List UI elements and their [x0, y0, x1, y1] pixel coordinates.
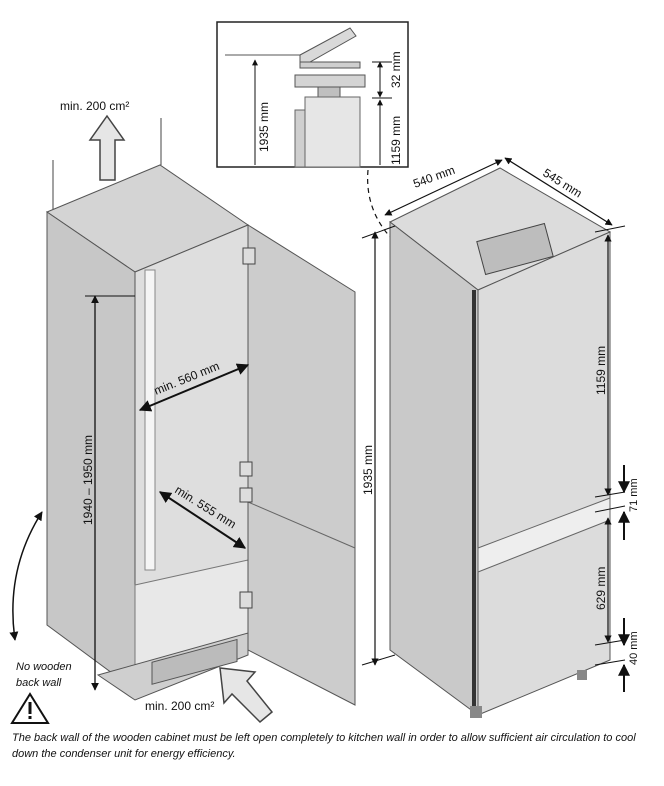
gap-40-label: 40 mm [628, 631, 640, 665]
cabinet-depth-line [158, 491, 247, 549]
no-back-wall-label-line1: No wooden [16, 661, 72, 673]
cabinet-width-line [138, 363, 250, 412]
detail-callout-arrow [367, 169, 453, 279]
ventilation-top-label: min. 200 cm² [60, 99, 129, 113]
no-back-wall-label-line2: back wall [16, 677, 62, 689]
fridge-upper-label: 1159 mm [594, 346, 608, 395]
warning-icon [10, 692, 50, 724]
cabinet-height-label: 1940 – 1950 mm [81, 435, 95, 525]
detail-inset: 1935 mm 32 mm 1159 mm [216, 21, 409, 168]
fridge-width-label: 540 mm [411, 163, 457, 191]
fridge-height-label: 1935 mm [361, 445, 375, 495]
gap-71-label: 71 mm [628, 478, 640, 512]
no-back-wall-arrow [9, 511, 43, 641]
fridge-width-line [384, 159, 503, 216]
fridge [389, 167, 612, 718]
fridge-depth-line [504, 157, 613, 226]
detail-height-total-label: 1935 mm [257, 102, 271, 152]
vent-in-arrow [219, 667, 274, 724]
ventilation-bottom-label: min. 200 cm² [145, 699, 214, 713]
gap-40-arrows [594, 618, 630, 692]
cabinet [45, 118, 356, 706]
footnote-text: The back wall of the wooden cabinet must… [12, 732, 636, 760]
detail-top-gap-label: 32 mm [389, 51, 403, 88]
vent-up-arrow [88, 114, 126, 181]
fridge-lower-label: 629 mm [594, 567, 608, 610]
gap-71-arrows [594, 465, 630, 540]
detail-height-upper-label: 1159 mm [389, 116, 403, 165]
